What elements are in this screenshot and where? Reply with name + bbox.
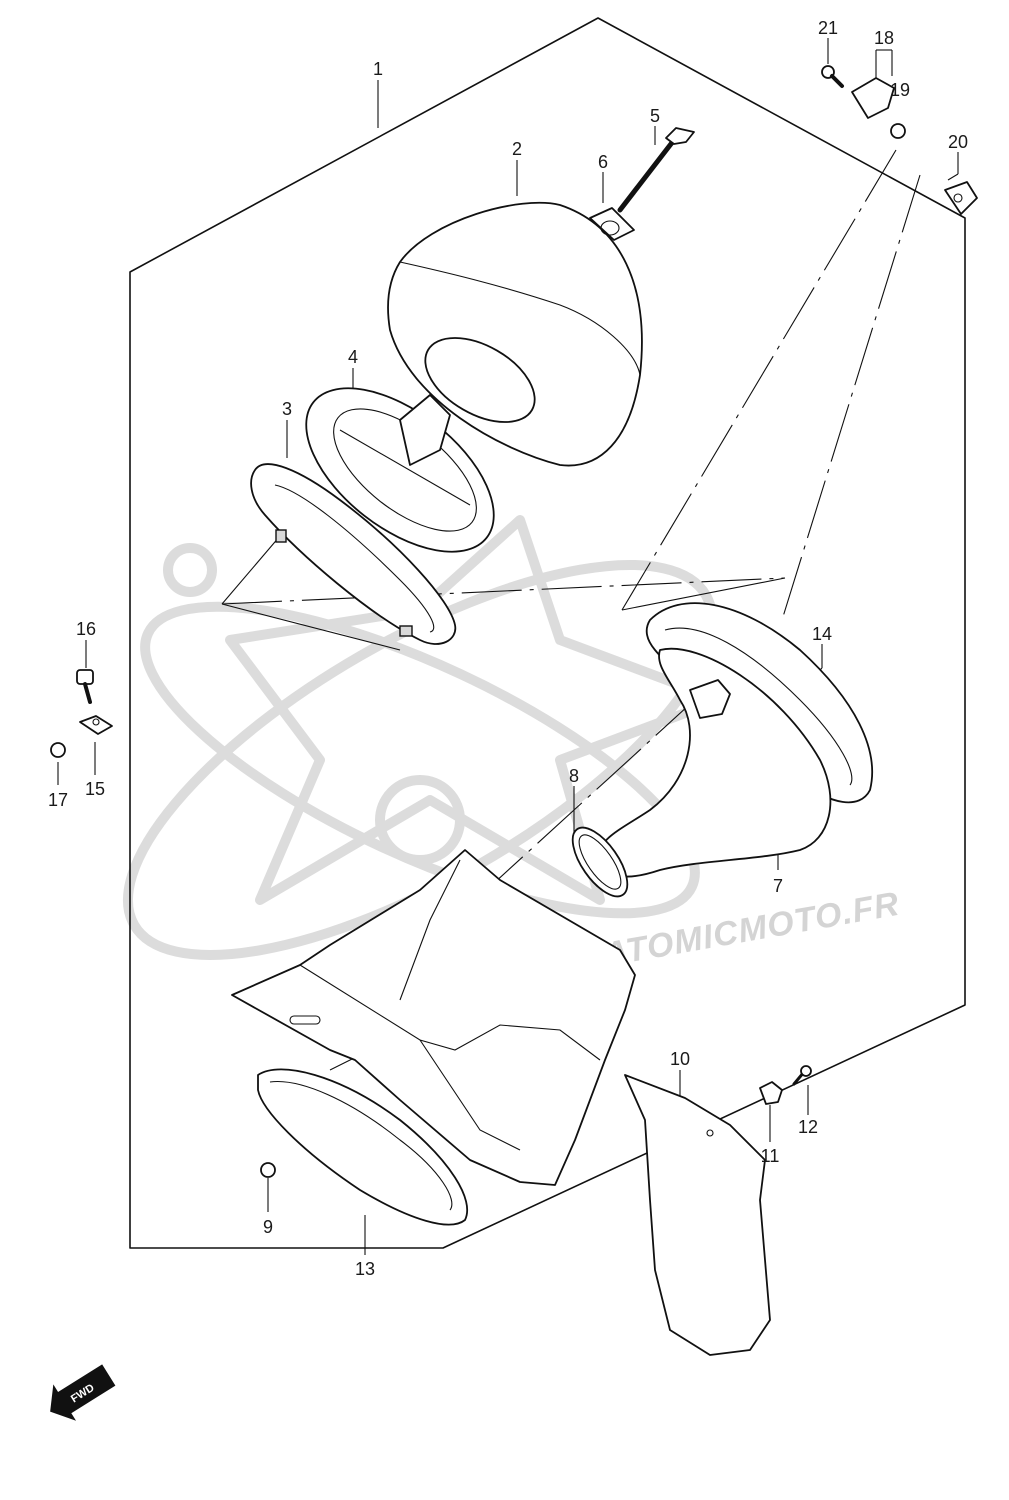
callout-9: 9 — [263, 1217, 273, 1237]
callout-19: 19 — [890, 80, 910, 100]
callout-labels: 1 2 3 4 5 6 7 8 9 10 11 12 13 14 15 16 1… — [48, 18, 968, 1279]
washer-11 — [759, 1081, 783, 1105]
callout-10: 10 — [670, 1049, 690, 1069]
o-ring-19 — [890, 123, 906, 139]
screw-12 — [792, 1065, 812, 1086]
air-cleaner-case — [231, 849, 636, 1186]
collar — [589, 207, 635, 241]
clamp-ring — [571, 826, 629, 898]
bolt-16 — [76, 669, 94, 704]
plate-20 — [944, 181, 978, 215]
callout-14: 14 — [812, 624, 832, 644]
intake-funnel — [598, 647, 832, 878]
callout-1: 1 — [373, 59, 383, 79]
forward-arrow: FWD — [50, 1364, 116, 1421]
clip-nut-15 — [79, 715, 113, 735]
callout-13: 13 — [355, 1259, 375, 1279]
callout-6: 6 — [598, 152, 608, 172]
wing-bolt — [617, 127, 695, 213]
callout-21: 21 — [818, 18, 838, 38]
bracket-18 — [851, 77, 895, 119]
side-cover — [624, 1074, 771, 1356]
callout-15: 15 — [85, 779, 105, 799]
bolt-21 — [821, 65, 844, 88]
assembly-outline — [129, 17, 966, 1249]
callout-17: 17 — [48, 790, 68, 810]
case-gasket — [257, 1068, 469, 1226]
callout-11: 11 — [761, 1146, 780, 1166]
air-filter-element — [387, 201, 643, 467]
callout-4: 4 — [348, 347, 358, 367]
callout-20: 20 — [948, 132, 968, 152]
callout-18: 18 — [874, 28, 894, 48]
callout-7: 7 — [773, 876, 783, 896]
callout-8: 8 — [569, 766, 579, 786]
nut-17 — [50, 742, 66, 758]
filter-cage — [305, 387, 495, 553]
callout-3: 3 — [282, 399, 292, 419]
nut-9 — [260, 1162, 276, 1178]
callout-5: 5 — [650, 106, 660, 126]
filter-frame — [250, 463, 457, 645]
callout-16: 16 — [76, 619, 96, 639]
callout-12: 12 — [798, 1117, 818, 1137]
callout-2: 2 — [512, 139, 522, 159]
